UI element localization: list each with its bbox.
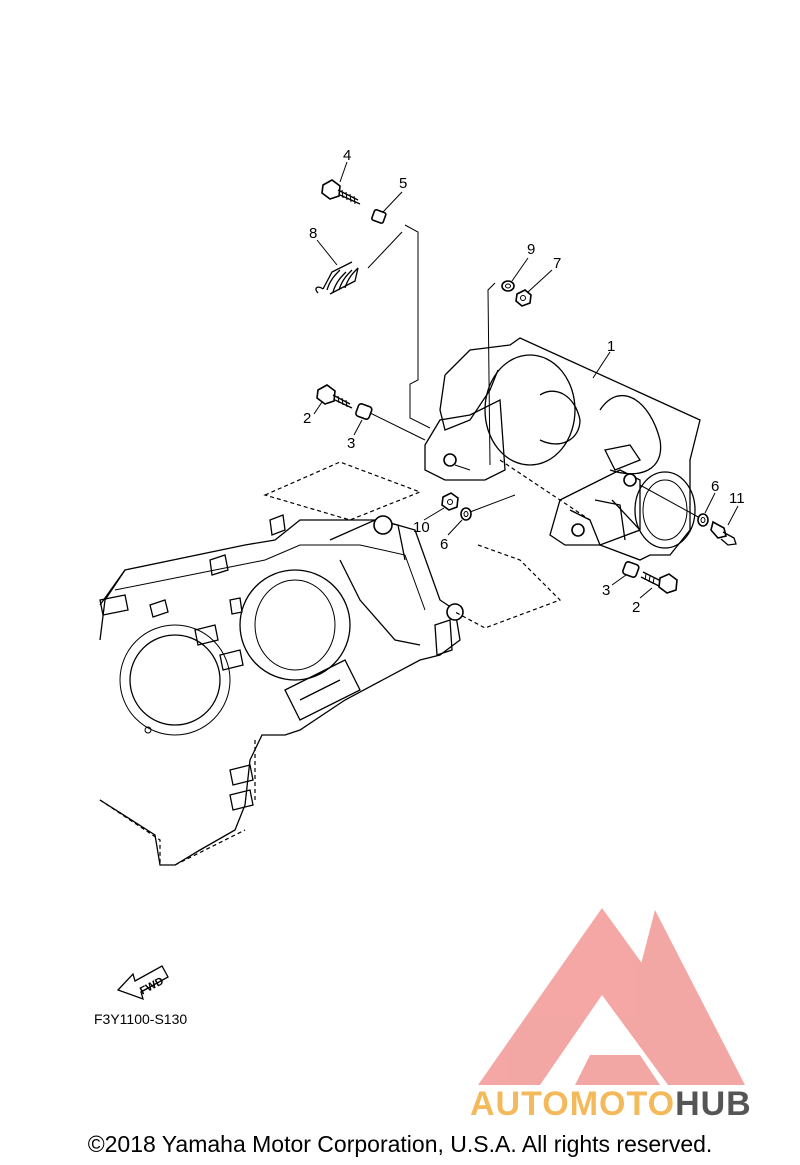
watermark-wordmark: AUTOMOTOHUB <box>470 1085 752 1124</box>
assembly-guide-lines <box>263 224 701 629</box>
callout-7: 7 <box>553 255 561 272</box>
callout-9: 9 <box>527 241 535 258</box>
callout-6-left: 6 <box>440 536 448 553</box>
deflector-body <box>424 337 701 561</box>
fwd-label: FWD <box>138 975 166 997</box>
fwd-arrow-icon: FWD <box>116 965 169 1001</box>
callout-4: 4 <box>343 147 351 164</box>
watermark-triangle-logo <box>478 908 745 1085</box>
callout-3-upper: 3 <box>347 435 355 452</box>
spring-part-8 <box>315 261 359 295</box>
collar-part-3-upper <box>355 403 373 420</box>
callout-3-lower: 3 <box>602 582 610 599</box>
nut-part-10 <box>441 492 459 511</box>
bolt-part-2-upper <box>316 384 353 409</box>
callout-1: 1 <box>607 338 615 355</box>
washer-part-6-left <box>460 507 472 521</box>
wordmark-part-a: AUTOMOTO <box>470 1085 676 1123</box>
diagram-code: F3Y1100-S130 <box>94 1011 188 1027</box>
bolt-part-4 <box>321 179 361 205</box>
callout-11: 11 <box>729 490 745 507</box>
washer-part-6-right <box>697 513 709 527</box>
callout-6-right: 6 <box>711 478 719 495</box>
callout-5: 5 <box>399 175 407 192</box>
wordmark-part-b: HUB <box>675 1085 752 1123</box>
callout-leaders <box>313 161 739 599</box>
jet-pump-housing <box>99 514 464 866</box>
callout-10: 10 <box>413 519 430 536</box>
fitting-part-11 <box>710 520 737 546</box>
bolt-part-2-lower <box>640 571 678 594</box>
callout-2-upper: 2 <box>303 410 311 427</box>
callout-2-lower: 2 <box>632 599 640 616</box>
washer-part-9 <box>501 280 515 292</box>
nut-part-7 <box>515 289 532 307</box>
callout-8: 8 <box>309 225 317 242</box>
collar-part-3-lower <box>622 561 640 578</box>
copyright-notice: ©2018 Yamaha Motor Corporation, U.S.A. A… <box>87 1131 713 1157</box>
collar-part-5 <box>371 209 387 224</box>
